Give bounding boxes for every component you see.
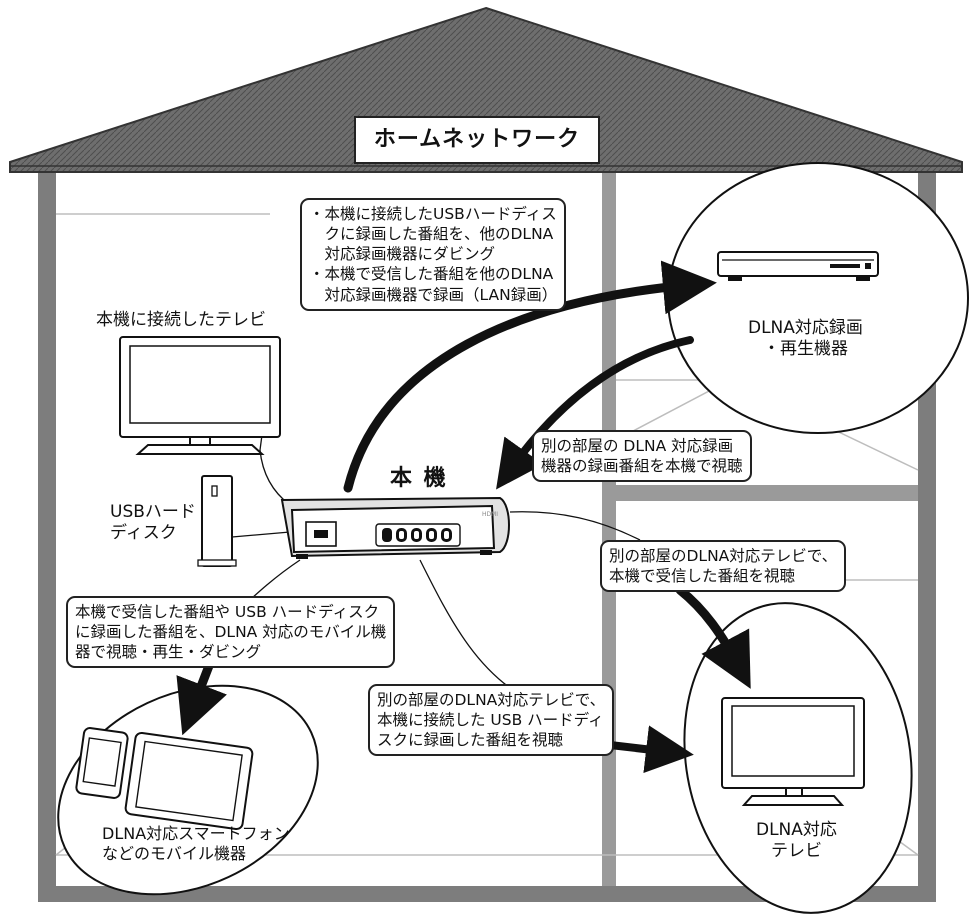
arrow-to-recorder (343, 260, 717, 493)
callout-to-tv-upper: 別の部屋のDLNA対応テレビで、 本機で受信した番組を視聴 (600, 540, 847, 593)
diagram-title: ホームネットワーク (354, 116, 600, 164)
mobile-devices-icon (75, 727, 254, 831)
dlna-tv-label: DLNA対応 テレビ (756, 820, 837, 861)
callout-to-tv-lower: 別の部屋のDLNA対応テレビで、 本機に接続した USB ハードディ スクに録画… (368, 684, 615, 757)
arrow-to-dlna-tv-lower (606, 725, 694, 774)
arrow-from-recorder (496, 336, 694, 490)
usb-hdd-label: USBハード ディスク (110, 502, 196, 543)
connected-tv-label: 本機に接続したテレビ (96, 310, 266, 330)
recorder-zone (667, 162, 969, 434)
callout-to-mobile: 本機で受信した番組や USB ハードディスク に録画した番組を、DLNA 対応の… (66, 596, 396, 669)
main-unit-icon: HDMI (280, 496, 510, 559)
callout-from-recorder: 別の部屋の DLNA 対応録画 機器の録画番組を本機で視聴 (532, 430, 752, 483)
dlna-tv-icon (721, 697, 865, 806)
recorder-label: DLNA対応録画 ・再生機器 (748, 318, 863, 359)
arrow-to-dlna-tv-upper (675, 585, 751, 689)
arrows (176, 260, 751, 774)
connected-tv-icon (119, 336, 281, 455)
callout-to-recorder: ・本機に接続したUSBハードディス クに録画した番組を、他のDLNA 対応録画機… (300, 198, 567, 311)
usb-hdd-icon (197, 475, 237, 567)
hdmi-label: HDMI (482, 511, 498, 518)
main-unit-label: 本 機 (390, 466, 448, 491)
mobile-label: DLNA対応スマートフォン などのモバイル機器 (102, 824, 290, 863)
recorder-icon (717, 251, 879, 281)
